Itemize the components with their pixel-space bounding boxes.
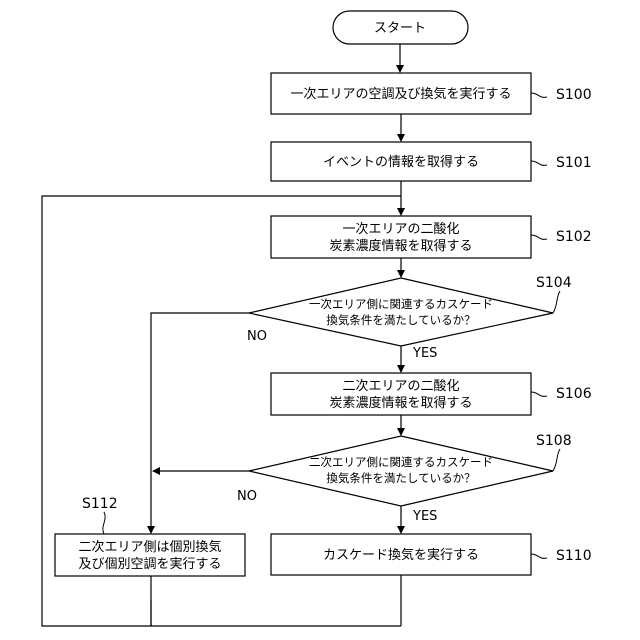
s108-yes-label: YES	[412, 509, 437, 524]
step-s110-text: カスケード換気を実行する	[323, 547, 479, 563]
step-s112: 二次エリア側は個別換気 及び個別空調を実行する	[55, 534, 245, 576]
leader-s106	[531, 392, 547, 396]
s108-no-label: NO	[237, 489, 257, 504]
step-s100: 一次エリアの空調及び換気を実行する	[271, 73, 531, 114]
arrow-s104-no	[151, 313, 249, 533]
leader-s110	[531, 554, 547, 558]
label-s106: S106	[556, 386, 592, 402]
step-s112-line2: 及び個別空調を実行する	[78, 556, 221, 572]
label-s100: S100	[556, 87, 592, 103]
decision-s108: 二次エリア側に関連するカスケード 換気条件を満たしているか？	[249, 436, 553, 506]
step-s102-line2: 炭素濃度情報を取得する	[329, 238, 472, 254]
leader-s102	[531, 235, 547, 239]
s104-yes-label: YES	[412, 346, 437, 361]
step-s112-line1: 二次エリア側は個別換気	[78, 539, 221, 555]
label-s108: S108	[536, 433, 572, 449]
label-s102: S102	[556, 229, 592, 245]
step-s106: 二次エリアの二酸化 炭素濃度情報を取得する	[271, 373, 531, 415]
s104-no-label: NO	[247, 329, 267, 344]
start-label: スタート	[374, 21, 426, 36]
step-s101-text: イベントの情報を取得する	[323, 154, 479, 170]
leader-s108	[553, 449, 560, 471]
label-s101: S101	[556, 155, 592, 171]
label-s104: S104	[536, 275, 572, 291]
step-s101: イベントの情報を取得する	[271, 142, 531, 181]
step-s106-line1: 二次エリアの二酸化	[342, 378, 459, 394]
label-s110: S110	[556, 548, 592, 564]
step-s102-line1: 一次エリアの二酸化	[342, 221, 459, 237]
decision-s104: 一次エリア側に関連するカスケード 換気条件を満たしているか？	[249, 278, 553, 346]
leader-s101	[531, 161, 547, 165]
decision-s104-line2: 換気条件を満たしているか？	[326, 313, 475, 327]
decision-s104-line1: 一次エリア側に関連するカスケード	[309, 297, 493, 311]
label-s112: S112	[82, 496, 118, 512]
step-s102: 一次エリアの二酸化 炭素濃度情報を取得する	[271, 216, 531, 258]
step-s106-line2: 炭素濃度情報を取得する	[329, 395, 472, 411]
step-s110: カスケード換気を実行する	[271, 534, 531, 575]
leader-s112	[103, 512, 105, 534]
step-s100-text: 一次エリアの空調及び換気を実行する	[290, 86, 511, 102]
leader-s104	[553, 291, 560, 313]
start-terminal: スタート	[333, 11, 468, 44]
decision-s108-line2: 換気条件を満たしているか？	[326, 471, 475, 485]
decision-s108-line1: 二次エリア側に関連するカスケード	[309, 455, 493, 469]
leader-s100	[531, 93, 547, 97]
